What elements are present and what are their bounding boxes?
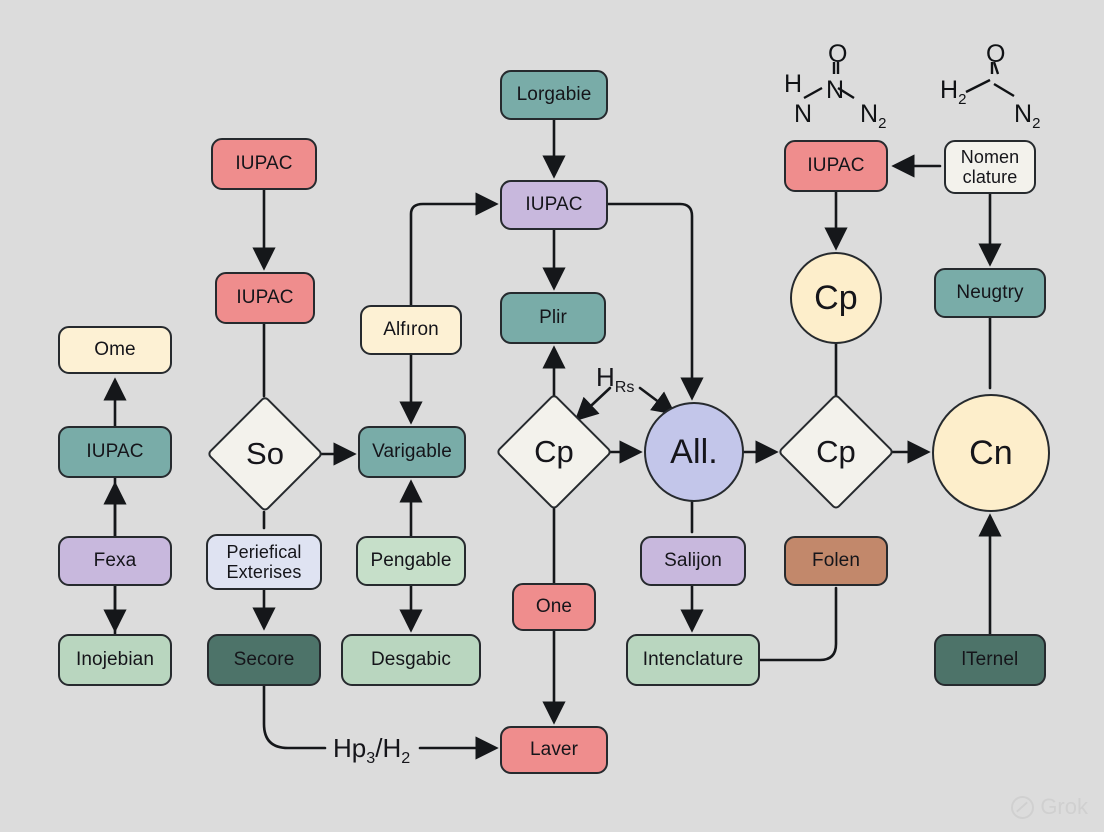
node-label: Laver <box>529 739 579 761</box>
node-fexa[interactable]: Fexa <box>58 536 172 586</box>
grok-logo-icon <box>1011 795 1035 819</box>
node-iupac_top1[interactable]: IUPAC <box>211 138 317 190</box>
node-label: Plir <box>539 307 567 329</box>
node-label: Folen <box>811 550 861 572</box>
node-secore[interactable]: Secore <box>207 634 321 686</box>
edge-label-hp3h2: Hp3/H2 <box>333 733 411 768</box>
node-label: IUPAC <box>236 287 294 309</box>
node-inojebian[interactable]: Inojebian <box>58 634 172 686</box>
node-label: lTernel <box>961 649 1019 671</box>
node-pengable[interactable]: Pengable <box>356 536 466 586</box>
node-label: Secore <box>233 649 295 671</box>
node-cp_right[interactable]: Cp <box>777 393 895 511</box>
node-label: Inojebian <box>75 649 155 671</box>
node-lternel[interactable]: lTernel <box>934 634 1046 686</box>
node-label: Desgabic <box>370 649 451 671</box>
node-label: IUPAC <box>235 153 293 175</box>
node-label: IUPAC <box>86 441 144 463</box>
node-iupac_top2[interactable]: IUPAC <box>215 272 315 324</box>
node-desgabic[interactable]: Desgabic <box>341 634 481 686</box>
node-label: Pengable <box>370 550 452 572</box>
node-label: Cn <box>969 433 1013 472</box>
atom-label-n: N <box>826 76 845 104</box>
node-neugtry[interactable]: Neugtry <box>934 268 1046 318</box>
node-all[interactable]: All. <box>644 402 744 502</box>
node-plir[interactable]: Plir <box>500 292 606 344</box>
atom-label-o: O <box>828 40 848 68</box>
node-so[interactable]: So <box>206 395 324 513</box>
node-iupac_r[interactable]: IUPAC <box>784 140 888 192</box>
node-varigable[interactable]: Varigable <box>358 426 466 478</box>
node-iupac_l3[interactable]: IUPAC <box>58 426 172 478</box>
atom-label-o: O <box>986 40 1006 68</box>
node-cp_circle[interactable]: Cp <box>790 252 882 344</box>
node-lorgabie[interactable]: Lorgabie <box>500 70 608 120</box>
node-salijon[interactable]: Salijon <box>640 536 746 586</box>
edge-label-hrs: HRs <box>596 362 635 397</box>
node-folen[interactable]: Folen <box>784 536 888 586</box>
node-label: Cp <box>814 278 858 317</box>
node-label: Varigable <box>372 441 452 463</box>
node-alfiron[interactable]: Alfıron <box>360 305 462 355</box>
node-label: Alfıron <box>383 319 439 341</box>
node-label: Cp <box>534 434 574 469</box>
node-ome[interactable]: Ome <box>58 326 172 374</box>
node-cp_left[interactable]: Cp <box>495 393 613 511</box>
atom-label-n: N <box>794 100 813 128</box>
node-label: Ome <box>94 339 136 361</box>
node-label: One <box>535 596 573 618</box>
node-label: IUPAC <box>807 155 865 177</box>
atom-label-n: N2 <box>860 100 887 132</box>
node-laver[interactable]: Laver <box>500 726 608 774</box>
node-one[interactable]: One <box>512 583 596 631</box>
node-label: Lorgabie <box>516 84 592 106</box>
node-label: IUPAC <box>525 194 583 216</box>
atom-label-h: H <box>784 70 803 98</box>
node-label: Salijon <box>664 550 722 572</box>
node-label: Cp <box>816 434 856 469</box>
chem-bonds <box>965 61 1015 98</box>
node-label: All. <box>670 432 718 471</box>
node-label: Fexa <box>93 550 137 572</box>
chem-bonds <box>803 62 855 100</box>
node-label: So <box>246 436 284 471</box>
grok-watermark: Grok <box>1011 794 1088 820</box>
node-iupac_mid[interactable]: IUPAC <box>500 180 608 230</box>
atom-label-h: H2 <box>940 76 967 108</box>
watermark-label: Grok <box>1040 794 1088 819</box>
node-intenclature[interactable]: Intenclature <box>626 634 760 686</box>
node-label: Neugtry <box>956 282 1024 304</box>
atom-label-n: N2 <box>1014 100 1041 132</box>
node-cn[interactable]: Cn <box>932 394 1050 512</box>
node-label: Intenclature <box>642 649 744 671</box>
